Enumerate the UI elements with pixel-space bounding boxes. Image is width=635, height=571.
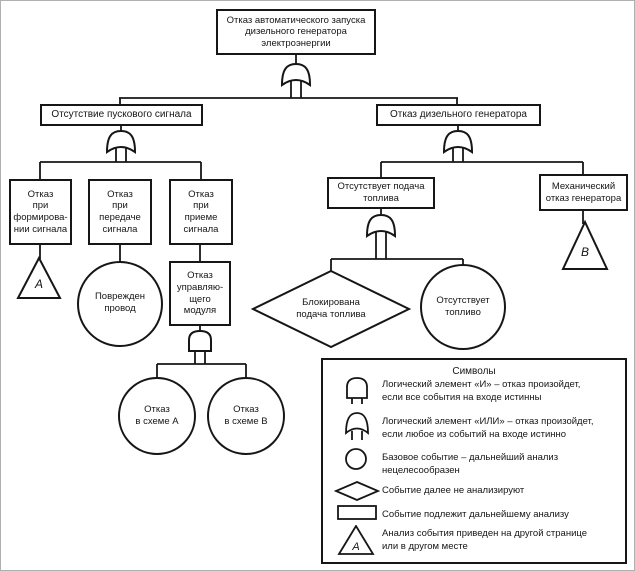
transfer-triangle-a [16,255,62,299]
node-label: Отказ дизельного генератора [390,108,527,120]
label-transfer-b: В [580,245,589,259]
legend-row-text: Событие подлежит дальнейшему анализу [382,509,569,520]
label-fuel-blocked: Блокирована подача топлива [296,297,366,320]
node-no-fuel-supply: Отсутствует подача топлива [327,177,435,209]
basic-event-circle [118,377,196,455]
connector-lines [39,55,584,379]
node-mech-fail: Механический отказ генератора [539,174,628,211]
node-fail-transmit: Отказ при передаче сигнала [88,179,152,245]
legend-row-text: Логический элемент «И» – отказ произойде… [382,379,581,403]
transfer-triangle-b [561,219,609,270]
node-root-event: Отказ автоматического запуска дизельного… [216,9,376,55]
or-gate-icon [281,63,311,86]
transfer-triangle-icon: А [337,525,375,555]
node-label: Отказ при формирова- нии сигнала [13,188,68,235]
basic-event-circle [420,264,506,350]
node-label: Отсутствует подача топлива [337,181,425,204]
label-fail-circuit-b: Отказ в схеме В [224,404,268,427]
and-gate-icon [346,377,368,404]
label-damaged-wire: Поврежден провод [94,291,146,314]
transfer-triangle-icon-label: А [351,541,359,553]
or-gate-icon [443,130,473,153]
legend-row-text: Базовое событие – дальнейший анализ неце… [382,452,559,476]
legend-title: Символы [452,366,496,377]
legend-row-text: Логический элемент «ИЛИ» – отказ произой… [382,416,594,440]
legend-row-text: Анализ события приведен на другой страни… [382,528,587,552]
label-transfer-a: А [34,277,43,291]
node-no-start-signal: Отсутствие пускового сигнала [40,104,203,126]
basic-event-circle [77,261,163,347]
node-label: Механический отказ генератора [545,180,622,204]
or-gate-icon [106,130,136,153]
undeveloped-event-diamond-icon [334,481,380,501]
and-gate-icon [188,330,212,352]
or-gate-icon [366,214,396,237]
basic-event-circle-icon [345,448,367,470]
basic-event-circle [207,377,285,455]
node-label: Отказ при передаче сигнала [99,188,141,235]
or-gate-icon [345,412,369,440]
node-root-label: Отказ автоматического запуска дизельного… [226,14,366,49]
event-rectangle-icon [337,505,377,520]
node-control-module: Отказ управляю- щего модуля [169,261,231,326]
node-label: Отсутствие пускового сигнала [51,108,192,120]
node-label: Отказ при приеме сигнала [183,188,219,235]
undeveloped-event-diamond [250,269,412,349]
node-label: Отказ управляю- щего модуля [176,270,224,317]
node-generator-fail: Отказ дизельного генератора [376,104,541,126]
node-fail-forming: Отказ при формирова- нии сигнала [9,179,72,245]
legend: Символы Логический элемент «И» – отказ п… [321,358,627,564]
node-fail-receive: Отказ при приеме сигнала [169,179,233,245]
label-fail-circuit-a: Отказ в схеме А [135,404,179,427]
legend-row-text: Событие далее не анализируют [382,485,525,496]
label-no-fuel: Отсутствует топливо [436,295,490,318]
